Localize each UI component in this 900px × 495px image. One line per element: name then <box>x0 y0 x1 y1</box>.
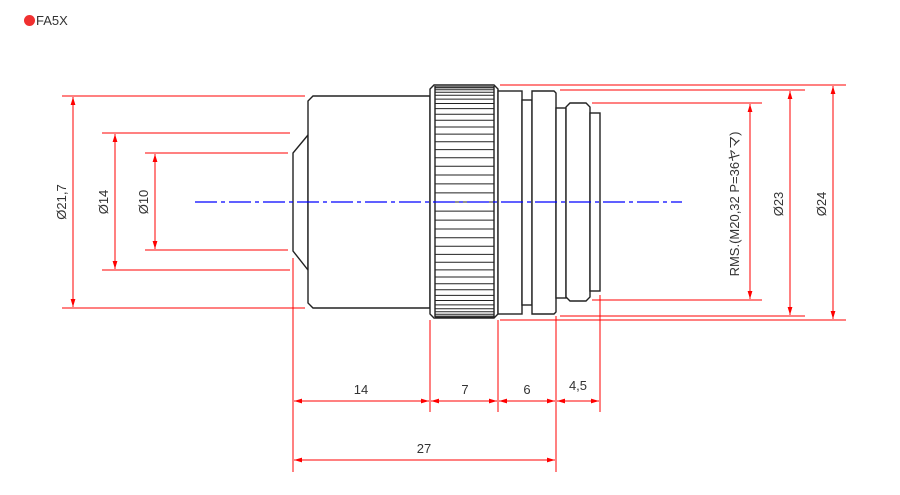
dia-23-label: Ø23 <box>771 192 786 217</box>
len-27-label: 27 <box>417 441 431 456</box>
dia-21-7-label: Ø21,7 <box>54 184 69 219</box>
model-name: FA5X <box>36 13 68 28</box>
len-14-label: 14 <box>354 382 368 397</box>
len-4-5-label: 4,5 <box>569 378 587 393</box>
left-dimensions: Ø21,7 Ø14 Ø10 <box>54 95 305 309</box>
len-6-label: 6 <box>523 382 530 397</box>
len-7-label: 7 <box>461 382 468 397</box>
dia-10-label: Ø10 <box>136 190 151 215</box>
knurl-lines <box>435 86 494 318</box>
dia-14-label: Ø14 <box>96 190 111 215</box>
red-dot-icon <box>24 15 35 26</box>
right-dimensions: RMS.(M20,32 P=36ヤマ) Ø23 Ø24 <box>500 84 846 321</box>
model-label: FA5X <box>24 13 68 28</box>
bottom-dimensions: 14 7 6 4,5 27 <box>292 258 601 472</box>
thread-label: RMS.(M20,32 P=36ヤマ) <box>727 132 742 277</box>
groove-2 <box>555 107 567 299</box>
dia-24-label: Ø24 <box>814 192 829 217</box>
